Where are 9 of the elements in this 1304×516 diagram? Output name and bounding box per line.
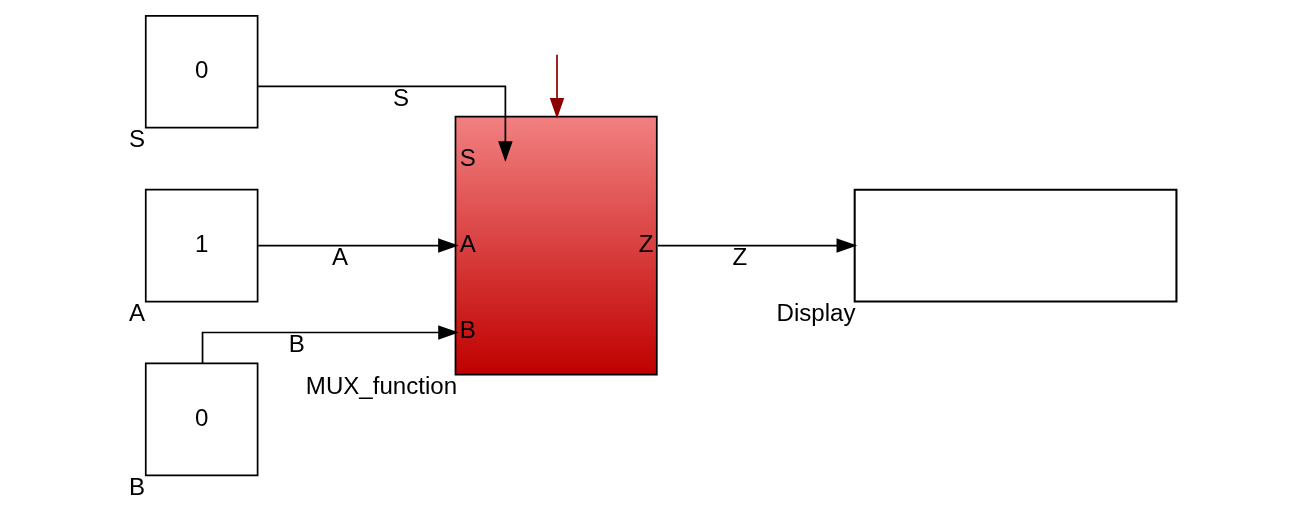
node-label: MUX_function: [305, 371, 457, 399]
edge-label: A: [331, 242, 348, 270]
edge-label: S: [392, 83, 409, 111]
node-label: A: [128, 298, 145, 326]
node-label: Display: [775, 298, 855, 326]
edge-label: B: [288, 329, 305, 357]
node-label: S: [128, 124, 145, 152]
node-label: B: [128, 472, 145, 500]
edge-label: Z: [732, 242, 747, 270]
